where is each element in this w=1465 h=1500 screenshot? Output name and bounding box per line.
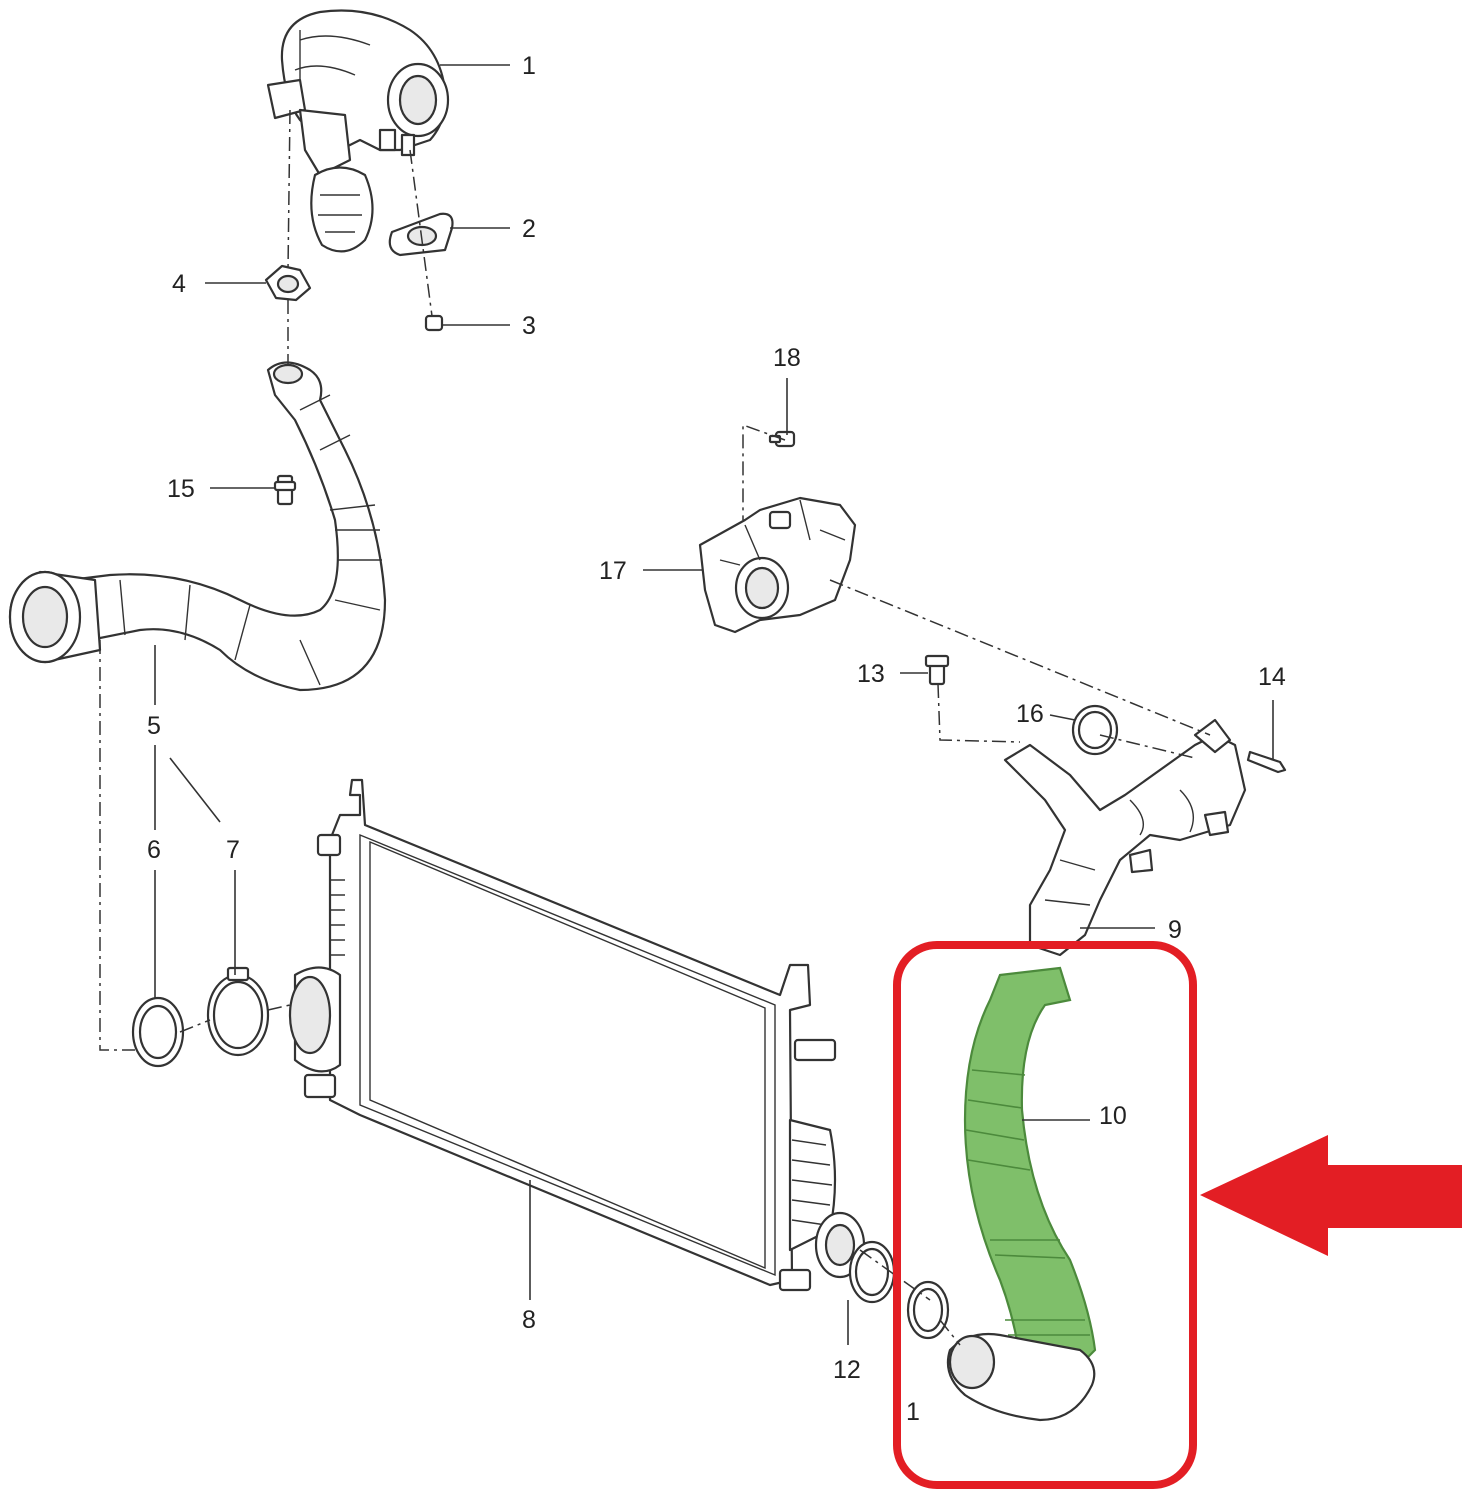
callout-13: 13 (857, 660, 885, 688)
o-ring-16 (1071, 704, 1119, 756)
assembly-lines (99, 109, 1211, 1346)
highlight-box (893, 941, 1197, 1489)
callout-labels: 1 2 3 4 5 6 7 8 9 10 12 13 14 15 16 17 1… (147, 52, 1286, 1426)
o-ring-lower (906, 1280, 950, 1340)
callout-10: 10 (1099, 1102, 1127, 1130)
o-ring-12 (848, 1240, 896, 1304)
callout-8: 8 (522, 1306, 536, 1334)
callout-14: 14 (1258, 663, 1286, 691)
throttle-body-17 (698, 496, 857, 634)
leader-lines (154, 64, 1274, 1345)
callout-17: 17 (599, 557, 627, 585)
callout-5: 5 (147, 712, 161, 740)
callout-16: 16 (1016, 700, 1044, 728)
callout-12: 12 (833, 1356, 861, 1384)
intake-hose-5 (8, 361, 387, 692)
callout-15: 15 (167, 475, 195, 503)
bolt-14 (1246, 750, 1287, 774)
callout-2: 2 (522, 215, 536, 243)
callout-1: 1 (522, 52, 536, 80)
callout-4: 4 (172, 270, 186, 298)
arrow-icon (1200, 1135, 1462, 1256)
intercooler-8 (288, 778, 866, 1292)
flange-gasket (264, 264, 312, 302)
turbocharger (266, 9, 450, 253)
callout-6: 6 (147, 836, 161, 864)
callout-3: 3 (522, 312, 536, 340)
bolt-13 (924, 654, 950, 686)
charge-air-hose-10-highlighted (946, 966, 1097, 1422)
hose-clamp-7 (206, 966, 270, 1057)
callout-7: 7 (226, 836, 240, 864)
outlet-pipe-9 (1003, 718, 1247, 957)
bolt-15 (273, 474, 297, 506)
callout-1-lower: 1 (906, 1398, 920, 1426)
nut (424, 314, 444, 332)
callout-9: 9 (1168, 916, 1182, 944)
o-ring-6 (131, 996, 185, 1068)
callout-18: 18 (773, 344, 801, 372)
